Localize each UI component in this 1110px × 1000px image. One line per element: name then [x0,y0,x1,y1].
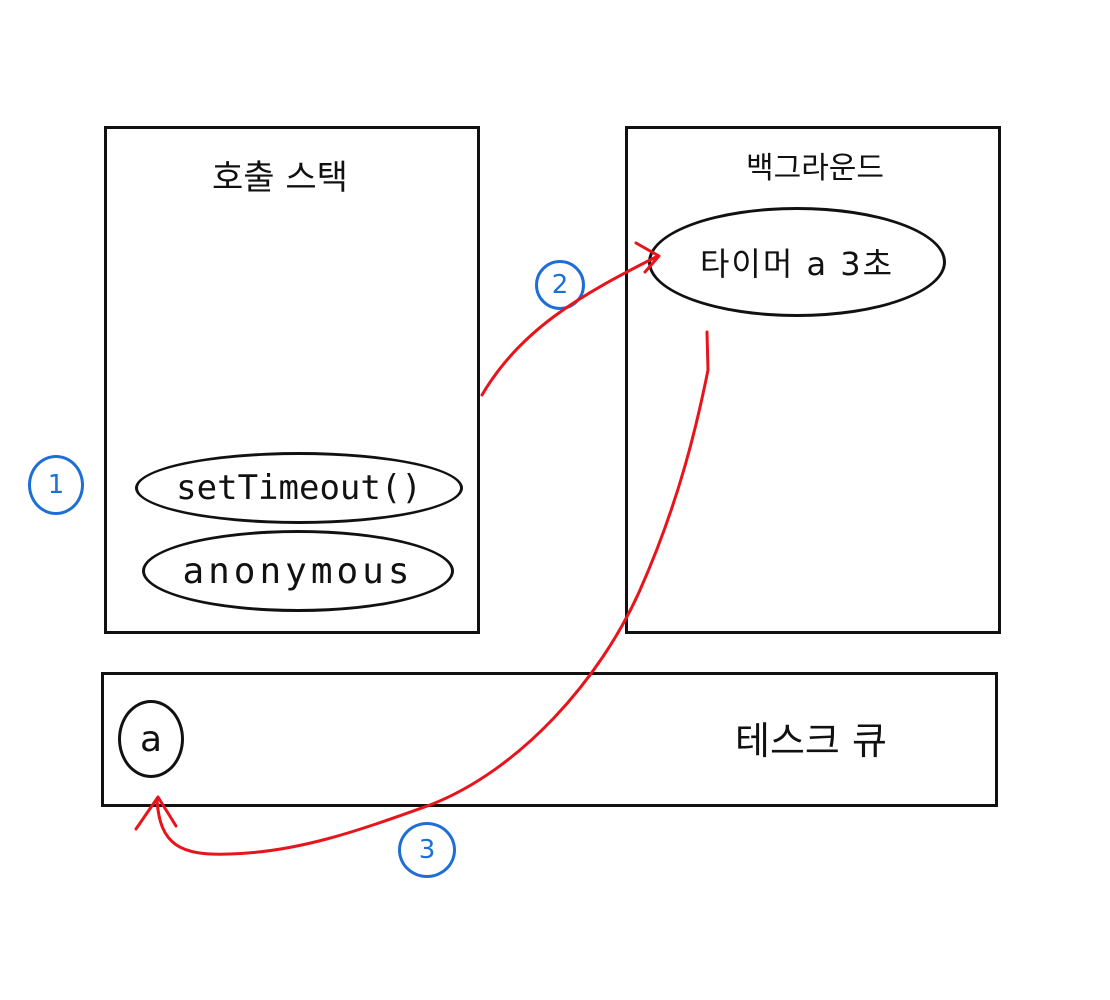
step-number: 2 [551,270,569,300]
step-number: 1 [47,470,65,500]
background-box [625,126,1001,634]
call-stack-frame-settimeout: setTimeout() [135,452,463,524]
step-badge-1: 1 [28,455,84,515]
task-queue-item: a [118,700,184,778]
frame-label: anonymous [182,550,414,592]
task-queue-title: 테스크 큐 [735,719,887,763]
step-badge-2: 2 [535,260,585,310]
frame-label: setTimeout() [176,468,422,508]
step-badge-3: 3 [398,822,456,878]
task-queue-item-label: a [139,718,163,760]
call-stack-frame-anonymous: anonymous [142,530,454,612]
step-number: 3 [418,835,436,865]
call-stack-title: 호출 스택 [212,158,348,198]
timer-bubble: 타이머 a 3초 [648,207,946,317]
timer-label: 타이머 a 3초 [699,245,895,283]
background-title: 백그라운드 [746,151,884,186]
